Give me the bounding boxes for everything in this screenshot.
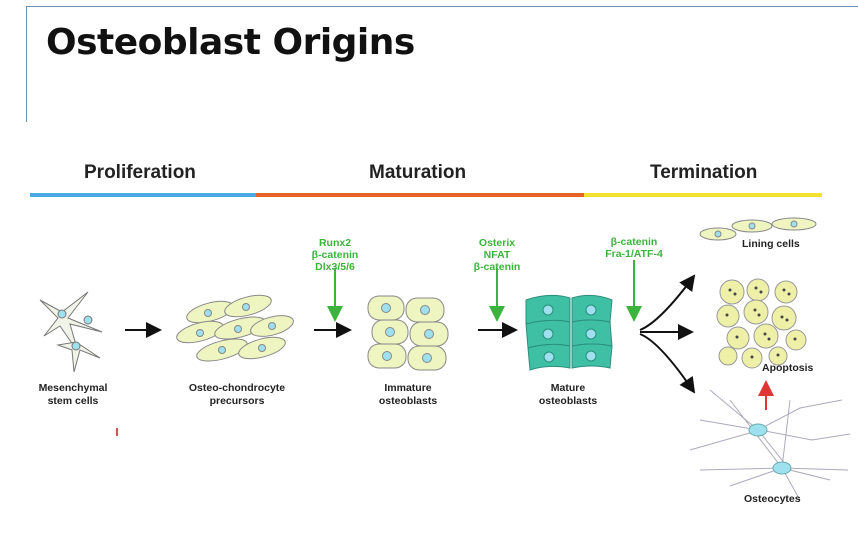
stray-red-mark [116,428,118,436]
osteocytes-illustration [689,389,851,501]
apoptotic-cells-illustration [716,278,807,369]
factor-1-line-2: β-catenin [311,249,359,261]
title-placeholder-box [26,6,858,122]
phase-label-proliferation: Proliferation [84,162,196,183]
factor-2-line-1: Osterix [478,237,516,249]
factor-3-line-2: Fra-1/ATF-4 [605,248,663,260]
lining-cells-illustration [699,217,817,241]
factor-group-3: β-catenin Fra-1/ATF-4 [594,236,674,260]
stage-4-line-2: osteoblasts [538,395,598,407]
phase-bar-proliferation [30,193,256,197]
stage-label-precursors: Osteo-chondrocyte precursors [174,382,300,408]
immature-osteoblasts-illustration [367,295,449,371]
stage-4-line-1: Mature [550,382,586,394]
stage-3-line-1: Immature [384,382,432,394]
factor-group-1: Runx2 β-catenin Dlx3/5/6 [300,237,370,273]
stage-2-line-2: precursors [209,395,265,407]
stage-label-mature: Mature osteoblasts [528,382,608,408]
mesenchymal-stem-cells-illustration [39,291,103,373]
phase-label-termination: Termination [650,162,758,183]
factor-2-line-2: NFAT [483,249,511,261]
stage-label-stem-cells: Mesenchymal stem cells [28,382,118,408]
slide-title: Osteoblast Origins [46,22,415,63]
stage-2-line-1: Osteo-chondrocyte [188,382,286,394]
outcome-label-apoptosis: Apoptosis [762,362,814,374]
termination-branch-arrows [639,274,696,394]
factor-group-2: Osterix NFAT β-catenin [462,237,532,273]
precursors-illustration [176,294,294,362]
stage-label-immature: Immature osteoblasts [368,382,448,408]
stage-1-line-2: stem cells [47,395,99,407]
factor-1-line-1: Runx2 [318,237,352,249]
outcome-label-osteocytes: Osteocytes [744,493,801,505]
outcome-label-lining-cells: Lining cells [742,238,800,250]
phase-bar-termination [584,193,822,197]
factor-2-line-3: β-catenin [473,261,521,273]
phase-bar-maturation [256,193,584,197]
factor-1-line-3: Dlx3/5/6 [315,261,355,273]
stage-1-line-1: Mesenchymal [38,382,108,394]
stage-3-line-2: osteoblasts [378,395,438,407]
factor-3-line-1: β-catenin [610,236,658,248]
phase-label-maturation: Maturation [369,162,467,183]
mature-osteoblasts-illustration [525,294,613,371]
